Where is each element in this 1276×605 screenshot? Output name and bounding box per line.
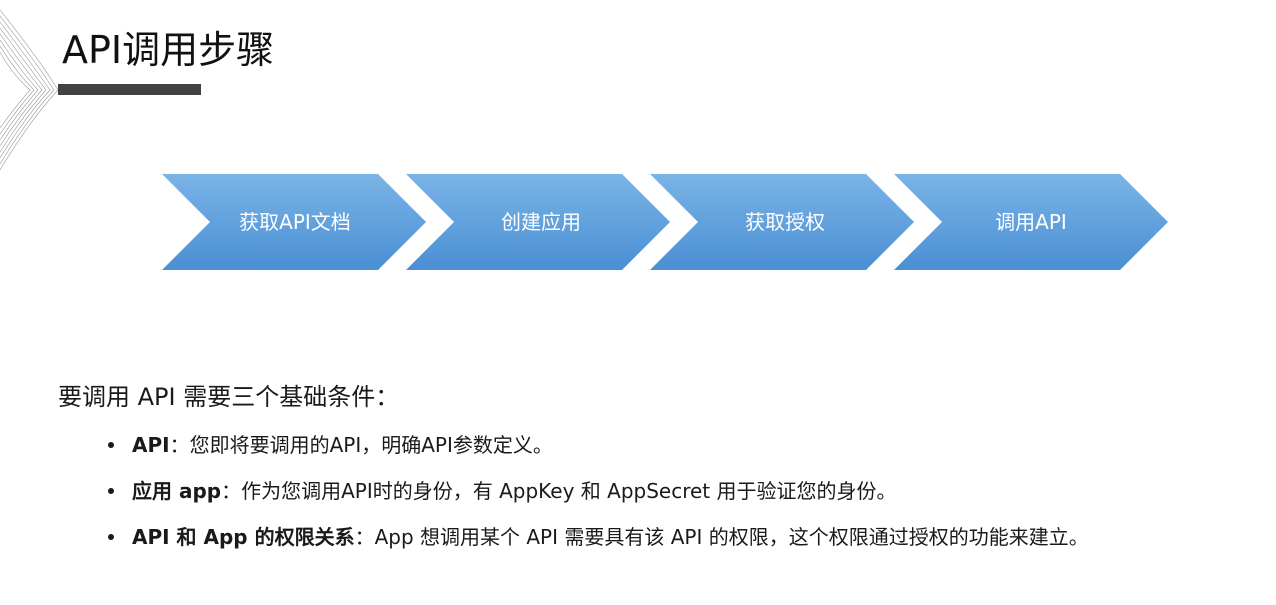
- bullet-text: ：App 想调用某个 API 需要具有该 API 的权限，这个权限通过授权的功能…: [354, 525, 1089, 549]
- step-label-call-api: 调用API: [995, 210, 1067, 234]
- bullet-text: ：您即将要调用的API，明确API参数定义。: [169, 433, 553, 457]
- step-label-get-docs: 获取API文档: [239, 210, 351, 234]
- conditions-list: API：您即将要调用的API，明确API参数定义。 应用 app：作为您调用AP…: [108, 428, 1089, 566]
- list-item: API：您即将要调用的API，明确API参数定义。: [108, 428, 1089, 474]
- bullet-dot: [108, 487, 114, 494]
- step-arrow-2: [406, 174, 670, 270]
- bullet-text: ：作为您调用API时的身份，有 AppKey 和 AppSecret 用于验证您…: [221, 479, 897, 503]
- list-item: 应用 app：作为您调用API时的身份，有 AppKey 和 AppSecret…: [108, 474, 1089, 520]
- step-label-create-app: 创建应用: [501, 210, 581, 234]
- list-item: API 和 App 的权限关系：App 想调用某个 API 需要具有该 API …: [108, 520, 1089, 566]
- step-arrow-4: [894, 174, 1168, 270]
- slide-title: API调用步骤: [62, 28, 275, 72]
- bullet-term: API 和 App 的权限关系: [132, 525, 355, 549]
- title-underline: [58, 84, 201, 95]
- intro-text: 要调用 API 需要三个基础条件：: [58, 383, 400, 411]
- process-flow-arrows: [162, 174, 1168, 270]
- step-arrow-1: [162, 174, 426, 270]
- step-arrow-3: [650, 174, 914, 270]
- bullet-term: 应用 app: [132, 479, 222, 503]
- bullet-dot: [108, 533, 114, 540]
- corner-decoration: [0, 9, 59, 171]
- bullet-term: API: [132, 433, 170, 457]
- process-flow: 获取API文档 创建应用 获取授权 调用API: [160, 172, 1170, 272]
- step-label-get-auth: 获取授权: [745, 210, 825, 234]
- bullet-dot: [108, 441, 114, 448]
